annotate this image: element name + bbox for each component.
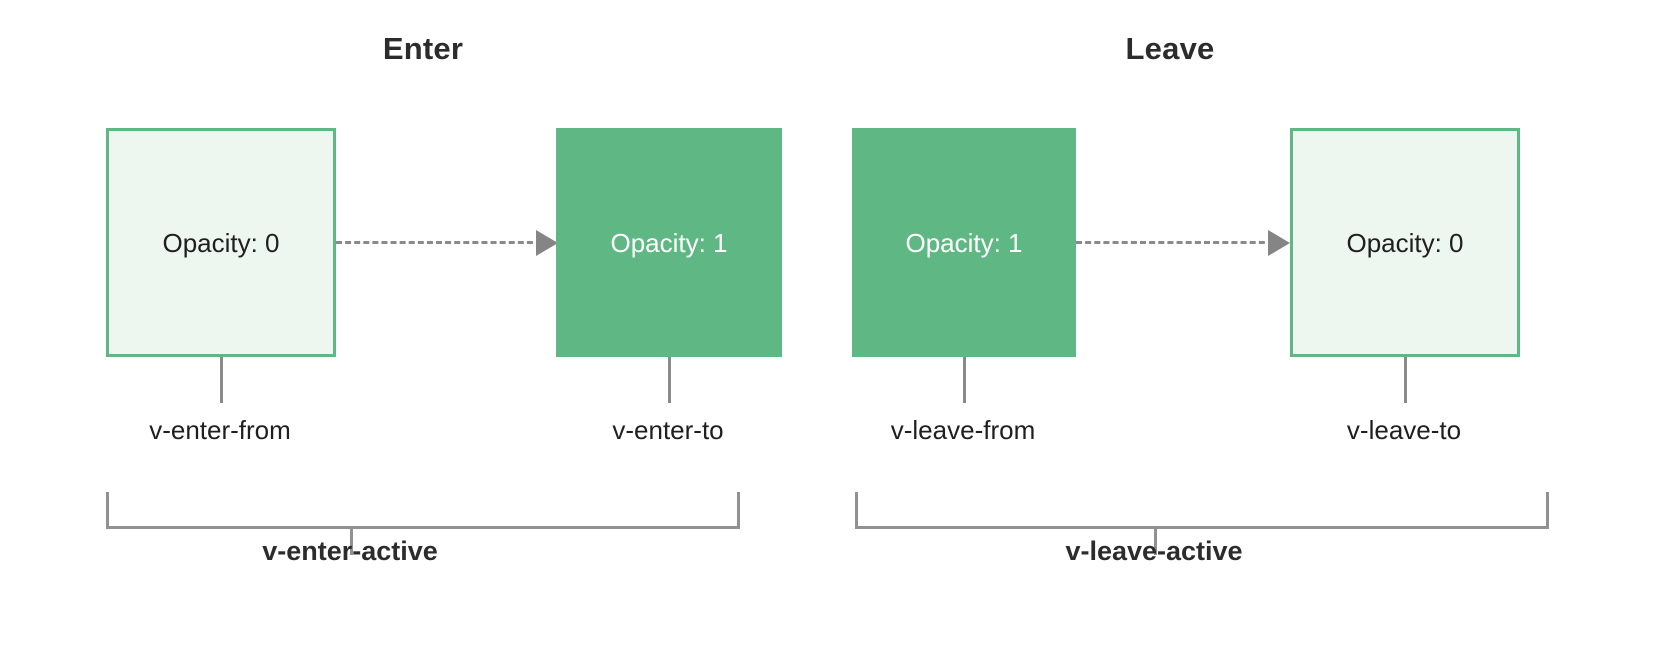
state-box-enter-from-label: Opacity: 0 <box>162 227 280 258</box>
section-title-leave: Leave <box>1125 31 1215 66</box>
bracket-stem-leave <box>1154 529 1157 555</box>
class-label-v-enter-active: v-enter-active <box>262 536 438 566</box>
state-box-leave-to-label: Opacity: 0 <box>1346 227 1464 258</box>
dashed-arrow-right-icon <box>336 230 558 256</box>
state-box-enter-from: Opacity: 0 <box>106 128 336 357</box>
state-box-leave-to: Opacity: 0 <box>1290 128 1520 357</box>
bracket-enter-active <box>106 492 740 555</box>
state-box-leave-from: Opacity: 1 <box>852 128 1076 357</box>
class-label-v-leave-from: v-leave-from <box>890 415 1036 445</box>
class-label-v-enter-to: v-enter-to <box>612 415 724 445</box>
state-box-enter-to-label: Opacity: 1 <box>610 227 728 258</box>
bracket-cap-left-leave <box>855 492 858 529</box>
leader-line-leave-from <box>963 357 966 403</box>
section-title-enter: Enter <box>382 31 464 66</box>
arrow-line-leave <box>1076 241 1274 244</box>
leader-line-leave-to <box>1404 357 1407 403</box>
arrow-head-leave <box>1268 230 1290 256</box>
dashed-arrow-right-icon <box>1076 230 1290 256</box>
bracket-cap-left-enter <box>106 492 109 529</box>
bracket-bar-leave <box>855 526 1549 529</box>
leader-line-enter-from <box>220 357 223 403</box>
arrow-line-enter <box>336 241 542 244</box>
bracket-cap-right-enter <box>737 492 740 529</box>
leader-line-enter-to <box>668 357 671 403</box>
class-label-v-enter-from: v-enter-from <box>149 415 291 445</box>
class-label-v-leave-active: v-leave-active <box>1065 536 1243 566</box>
bracket-bar-enter <box>106 526 740 529</box>
class-label-v-leave-to: v-leave-to <box>1346 415 1462 445</box>
bracket-stem-enter <box>350 529 353 555</box>
arrow-head-enter <box>536 230 558 256</box>
state-box-leave-from-label: Opacity: 1 <box>905 227 1023 258</box>
bracket-leave-active <box>855 492 1549 555</box>
state-box-enter-to: Opacity: 1 <box>556 128 782 357</box>
bracket-cap-right-leave <box>1546 492 1549 529</box>
